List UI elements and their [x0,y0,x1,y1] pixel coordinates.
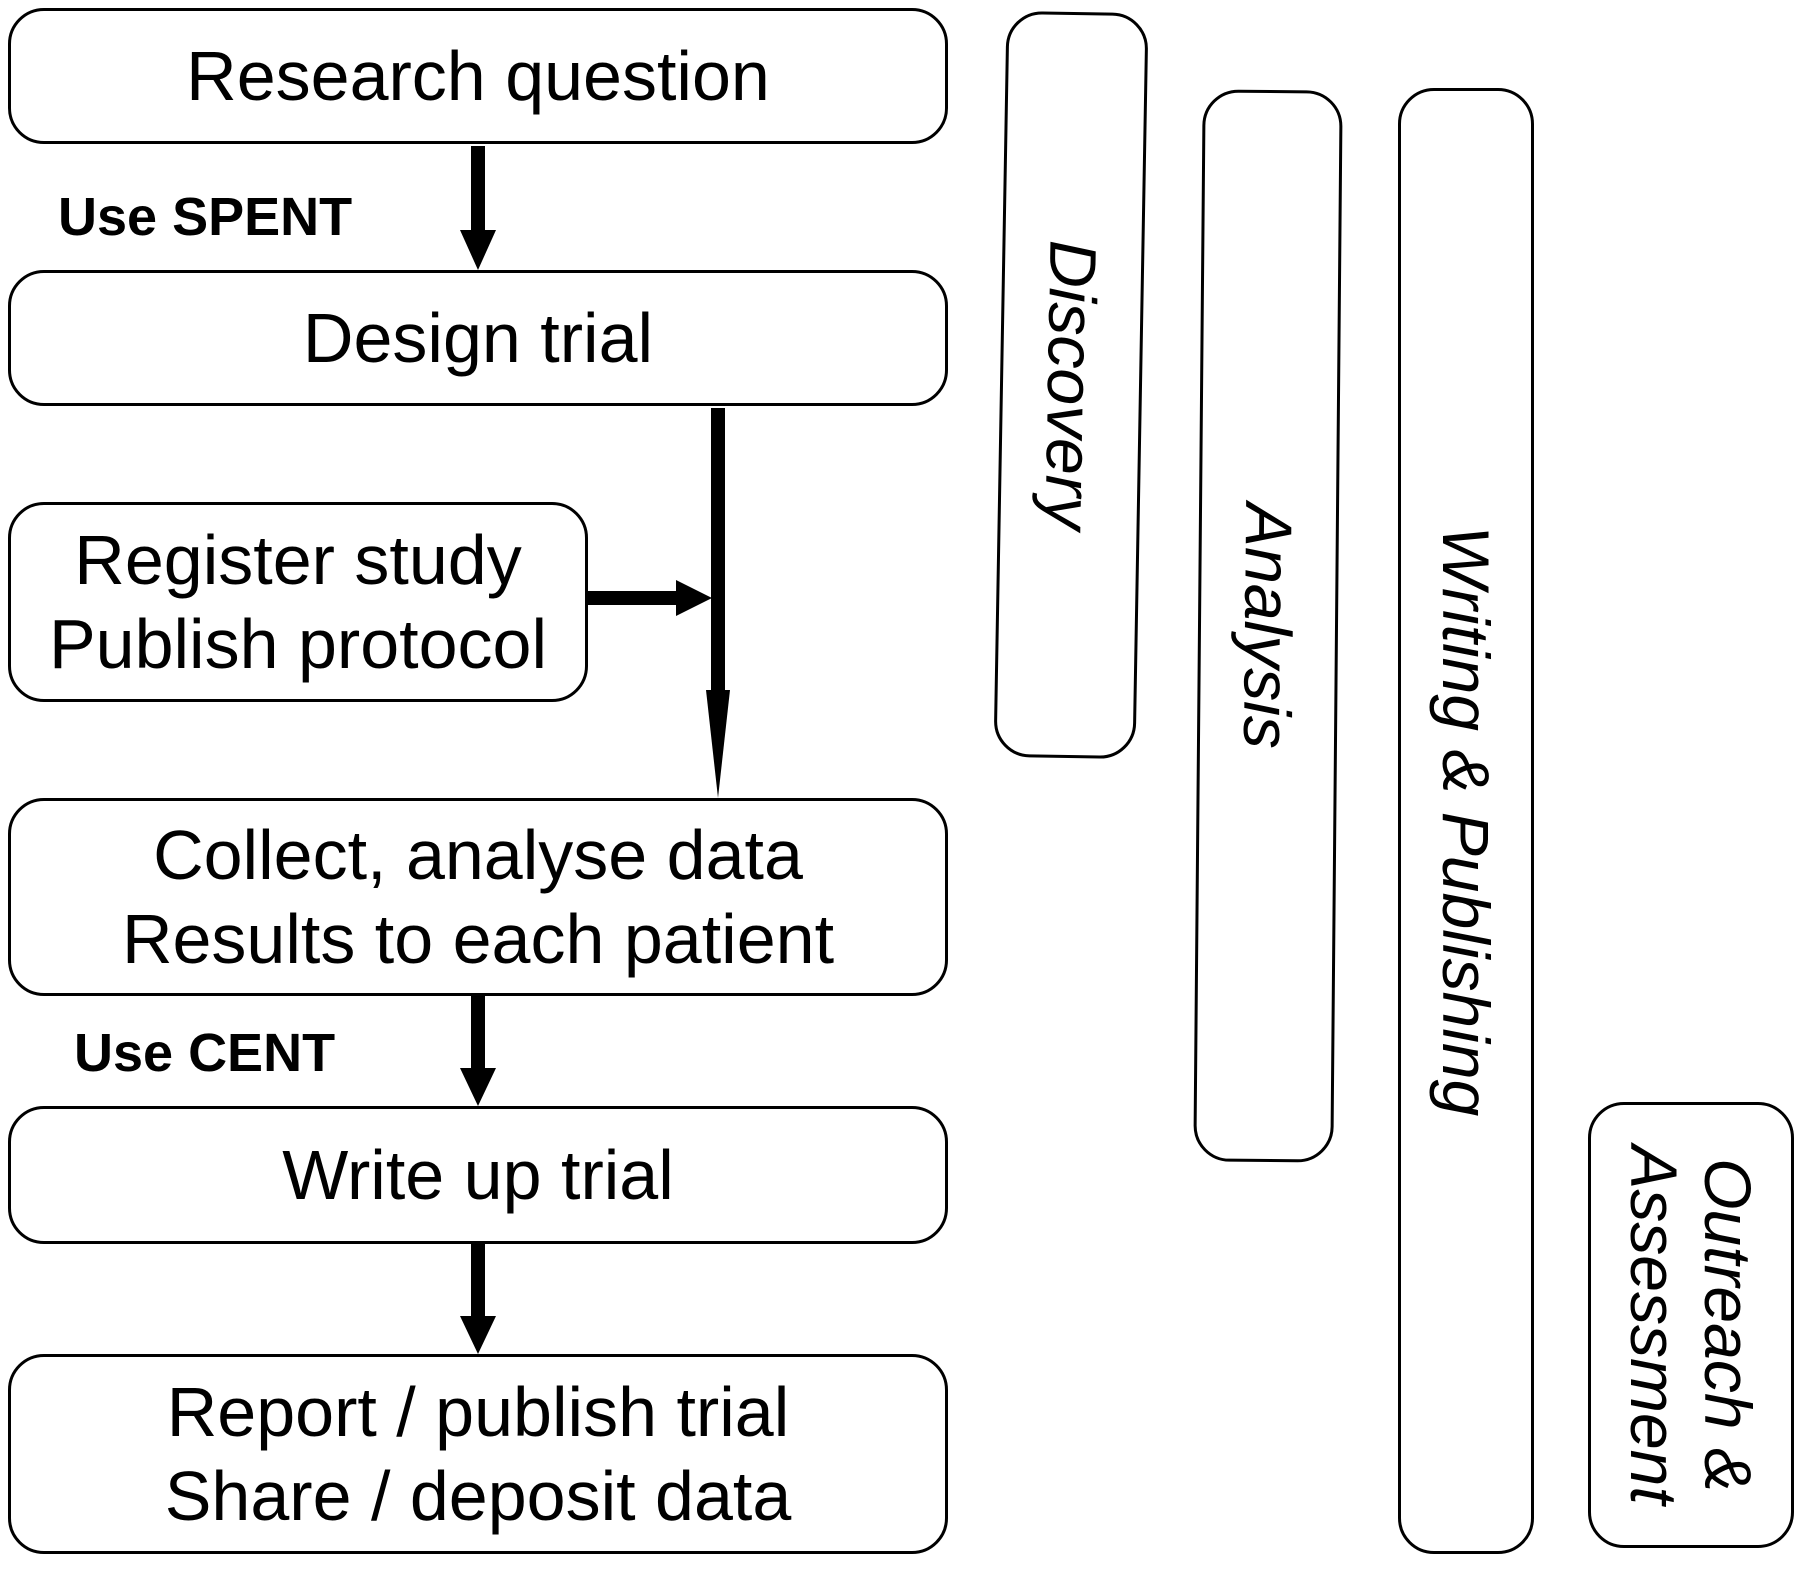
register-study-text: Register study [74,521,522,599]
phase-writing-publishing: Writing & Publishing [1398,88,1534,1554]
collect-analyse-box: Collect, analyse data Results to each pa… [8,798,948,996]
arrowhead-report [460,1316,496,1354]
report-publish-text: Report / publish trial [166,1373,790,1451]
share-deposit-text: Share / deposit data [164,1457,792,1535]
research-question-box: Research question [8,8,948,144]
phase-outreach-line2: Assessment [1617,1145,1691,1505]
phase-analysis-label: Analysis [1229,502,1307,750]
phase-writing-label: Writing & Publishing [1429,525,1503,1117]
phase-outreach-assessment: Outreach & Assessment [1588,1102,1794,1548]
arrowhead-register [676,580,712,616]
register-protocol-box: Register study Publish protocol [8,502,588,702]
arrowhead-collect [706,690,730,798]
collect-analyse-text: Collect, analyse data [153,816,803,894]
research-question-text: Research question [186,37,770,115]
results-patient-text: Results to each patient [121,900,835,978]
phase-analysis: Analysis [1193,89,1343,1163]
publish-protocol-text: Publish protocol [48,605,548,683]
use-spent-label: Use SPENT [58,187,353,247]
arrowhead-design [460,230,496,270]
arrowhead-writeup [460,1068,496,1106]
use-cent-label: Use CENT [74,1023,336,1083]
phase-discovery: Discovery [993,10,1149,760]
phase-outreach-line1: Outreach & [1691,1158,1765,1492]
design-trial-text: Design trial [302,299,654,377]
phase-outreach-label: Outreach & Assessment [1617,1145,1765,1504]
write-up-text: Write up trial [282,1136,674,1214]
phase-discovery-label: Discovery [1031,239,1111,531]
write-up-box: Write up trial [8,1106,948,1244]
design-trial-box: Design trial [8,270,948,406]
report-share-box: Report / publish trial Share / deposit d… [8,1354,948,1554]
